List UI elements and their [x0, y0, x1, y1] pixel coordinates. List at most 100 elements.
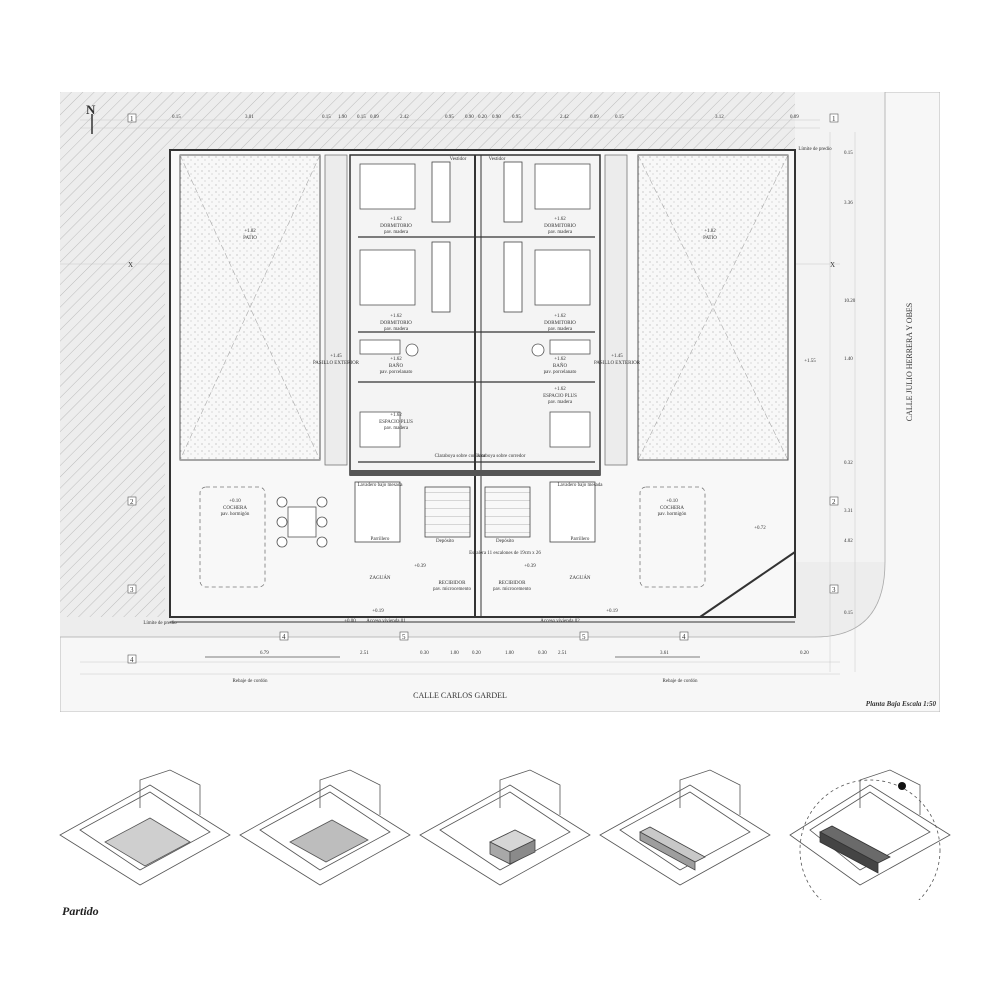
svg-text:ESPACIO PLUS: ESPACIO PLUS	[543, 394, 577, 399]
svg-text:RECIBIDOR: RECIBIDOR	[499, 581, 527, 586]
svg-text:0.09: 0.09	[590, 115, 599, 120]
svg-text:3.61: 3.61	[660, 651, 669, 656]
svg-text:Lavadero bajo mesada: Lavadero bajo mesada	[358, 483, 404, 488]
svg-text:1.00: 1.00	[505, 651, 514, 656]
svg-text:1: 1	[832, 115, 836, 123]
svg-text:ZAGUÁN: ZAGUÁN	[569, 575, 590, 581]
svg-text:Lavadero bajo mesada: Lavadero bajo mesada	[558, 483, 604, 488]
svg-text:+1.62: +1.62	[390, 357, 402, 362]
svg-text:0.20: 0.20	[478, 115, 487, 120]
svg-text:pav. microcemento: pav. microcemento	[493, 587, 531, 592]
svg-text:+1.62: +1.62	[554, 217, 566, 222]
svg-text:BAÑO: BAÑO	[389, 363, 404, 369]
svg-text:0.32: 0.32	[844, 461, 853, 466]
sidewalk-right	[795, 92, 885, 562]
svg-text:PASILLO EXTERIOR: PASILLO EXTERIOR	[313, 361, 360, 366]
svg-text:+1.62: +1.62	[390, 413, 402, 418]
svg-text:0.09: 0.09	[790, 115, 799, 120]
svg-text:1: 1	[130, 115, 134, 123]
svg-text:Claraboya sobre corredor: Claraboya sobre corredor	[435, 454, 486, 459]
svg-text:X: X	[830, 261, 835, 269]
neighbour-hatch-left	[60, 92, 165, 617]
svg-text:+0.39: +0.39	[524, 564, 536, 569]
svg-text:Acceso vivienda 02: Acceso vivienda 02	[540, 619, 580, 624]
street-right-label: CALLE JULIO HERRERA Y OBES	[905, 303, 914, 422]
slab-edge	[350, 470, 600, 476]
svg-text:BAÑO: BAÑO	[553, 363, 568, 369]
svg-text:Depósito: Depósito	[436, 539, 455, 544]
corridor-right	[604, 154, 628, 466]
partido-step-1	[59, 769, 231, 886]
svg-text:0.20: 0.20	[800, 651, 809, 656]
svg-text:0.15: 0.15	[844, 151, 853, 156]
svg-text:3.36: 3.36	[844, 201, 853, 206]
svg-text:RECIBIDOR: RECIBIDOR	[439, 581, 467, 586]
svg-text:±0.00: ±0.00	[344, 619, 356, 624]
svg-text:3: 3	[130, 586, 134, 594]
svg-text:PASILLO EXTERIOR: PASILLO EXTERIOR	[594, 361, 641, 366]
corridor-left	[324, 154, 348, 466]
svg-text:ESPACIO PLUS: ESPACIO PLUS	[379, 420, 413, 425]
partido-caption: Partido	[62, 904, 99, 918]
partido-step-3	[419, 769, 591, 886]
svg-text:pav. madera: pav. madera	[384, 327, 409, 332]
svg-text:+1.62: +1.62	[554, 387, 566, 392]
svg-text:2.42: 2.42	[560, 115, 569, 120]
svg-text:DORMITORIO: DORMITORIO	[380, 224, 412, 229]
svg-text:1.90: 1.90	[338, 115, 347, 120]
svg-text:0.30: 0.30	[420, 651, 429, 656]
svg-text:3.01: 3.01	[245, 115, 254, 120]
svg-text:PATIO: PATIO	[703, 236, 717, 241]
svg-text:+0.10: +0.10	[666, 499, 678, 504]
svg-text:DORMITORIO: DORMITORIO	[544, 321, 576, 326]
svg-text:+1.45: +1.45	[611, 354, 623, 359]
partido-diagrams	[0, 760, 1000, 1000]
partido-step-5	[789, 769, 951, 921]
svg-text:+0.10: +0.10	[229, 499, 241, 504]
svg-text:0.95: 0.95	[445, 115, 454, 120]
svg-text:+1.62: +1.62	[554, 314, 566, 319]
svg-text:Claraboya sobre corredor: Claraboya sobre corredor	[475, 454, 526, 459]
svg-text:4: 4	[130, 656, 134, 664]
street-bottom-label: CALLE CARLOS GARDEL	[413, 691, 507, 700]
svg-text:0.15: 0.15	[172, 115, 181, 120]
svg-text:Parrillero: Parrillero	[371, 537, 390, 542]
floor-plan-drawing: N 1 2 3 4 X 1 2 3 X 4 5 5 4	[60, 92, 940, 712]
svg-text:COCHERA: COCHERA	[223, 506, 247, 511]
svg-text:0.09: 0.09	[370, 115, 379, 120]
svg-text:0.15: 0.15	[844, 611, 853, 616]
svg-text:0.15: 0.15	[615, 115, 624, 120]
svg-text:Escalera 11 escalones de 19cm: Escalera 11 escalones de 19cm x 26	[469, 551, 541, 556]
svg-text:4: 4	[282, 633, 286, 641]
svg-text:3.31: 3.31	[844, 509, 853, 514]
svg-text:Vestidor: Vestidor	[450, 157, 467, 162]
svg-text:ZAGUÁN: ZAGUÁN	[369, 575, 390, 581]
svg-text:0.90: 0.90	[465, 115, 474, 120]
svg-text:pav. madera: pav. madera	[384, 230, 409, 235]
plan-title: Planta Baja Escala 1:50	[866, 700, 937, 708]
svg-text:2: 2	[130, 498, 134, 506]
street-area	[60, 92, 940, 712]
svg-text:0.95: 0.95	[512, 115, 521, 120]
svg-text:3.12: 3.12	[715, 115, 724, 120]
svg-text:Parrillero: Parrillero	[571, 537, 590, 542]
dining-set	[276, 496, 328, 548]
car-left	[199, 486, 266, 588]
svg-text:+1.55: +1.55	[804, 359, 816, 364]
svg-text:6.79: 6.79	[260, 651, 269, 656]
svg-text:+1.82: +1.82	[244, 229, 256, 234]
svg-text:5: 5	[582, 633, 586, 641]
svg-text:Rebaje de cordón: Rebaje de cordón	[663, 679, 698, 684]
partido-step-2	[239, 769, 411, 886]
svg-text:0.90: 0.90	[492, 115, 501, 120]
svg-text:0.15: 0.15	[322, 115, 331, 120]
svg-text:DORMITORIO: DORMITORIO	[544, 224, 576, 229]
svg-text:Vestidor: Vestidor	[489, 157, 506, 162]
stair-left	[424, 486, 471, 538]
svg-text:pav. porcelanato: pav. porcelanato	[544, 370, 577, 375]
svg-text:pav. madera: pav. madera	[548, 230, 573, 235]
svg-text:Rebaje de cordón: Rebaje de cordón	[233, 679, 268, 684]
svg-text:+0.72: +0.72	[754, 526, 766, 531]
svg-text:pav. hormigón: pav. hormigón	[658, 512, 687, 517]
svg-text:Límite de predio: Límite de predio	[798, 147, 832, 152]
